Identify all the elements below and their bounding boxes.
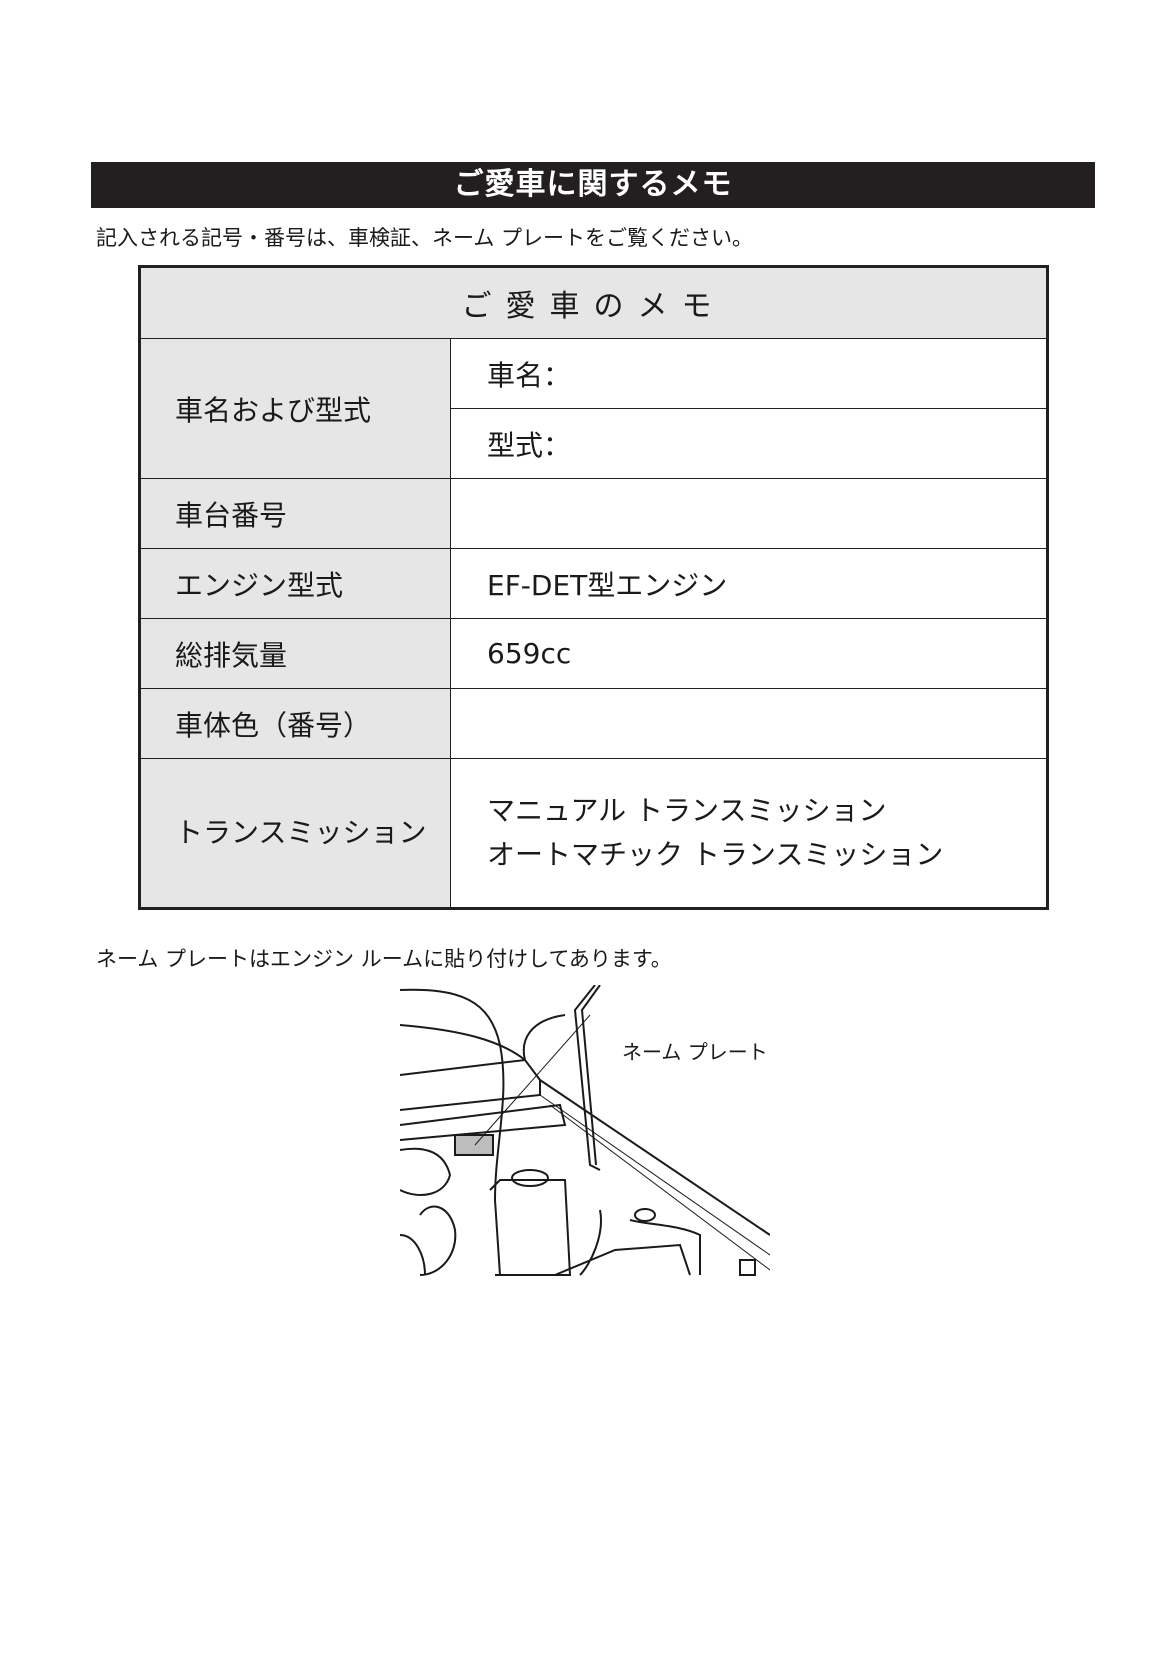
option-manual-transmission[interactable]: マニュアル トランスミッション xyxy=(487,794,887,827)
field-chassis-number[interactable] xyxy=(450,478,1048,549)
section-title-bar: ご愛車に関するメモ xyxy=(91,162,1095,208)
field-body-color[interactable] xyxy=(450,688,1048,759)
option-automatic-transmission[interactable]: オートマチック トランスミッション xyxy=(487,838,944,871)
field-car-name[interactable]: 車名： xyxy=(450,338,1048,409)
field-model[interactable]: 型式： xyxy=(450,408,1048,479)
row-label-name-model: 車名および型式 xyxy=(139,338,451,479)
row-label-displacement: 総排気量 xyxy=(139,618,451,689)
row-label-chassis-number: 車台番号 xyxy=(139,478,451,549)
row-label-engine-model: エンジン型式 xyxy=(139,548,451,619)
nameplate-callout-label: ネーム プレート xyxy=(622,1040,768,1064)
nameplate-note: ネーム プレートはエンジン ルームに貼り付けしてあります。 xyxy=(96,947,672,971)
engine-room-illustration xyxy=(400,985,770,1276)
row-label-transmission: トランスミッション xyxy=(139,758,451,909)
row-label-body-color: 車体色（番号） xyxy=(139,688,451,759)
instruction-text: 記入される記号・番号は、車検証、ネーム プレートをご覧ください。 xyxy=(96,226,754,250)
field-displacement: 659cc xyxy=(450,618,1048,689)
field-engine-model: EF-DET型エンジン xyxy=(450,548,1048,619)
table-heading: ご愛車のメモ xyxy=(139,266,1048,339)
